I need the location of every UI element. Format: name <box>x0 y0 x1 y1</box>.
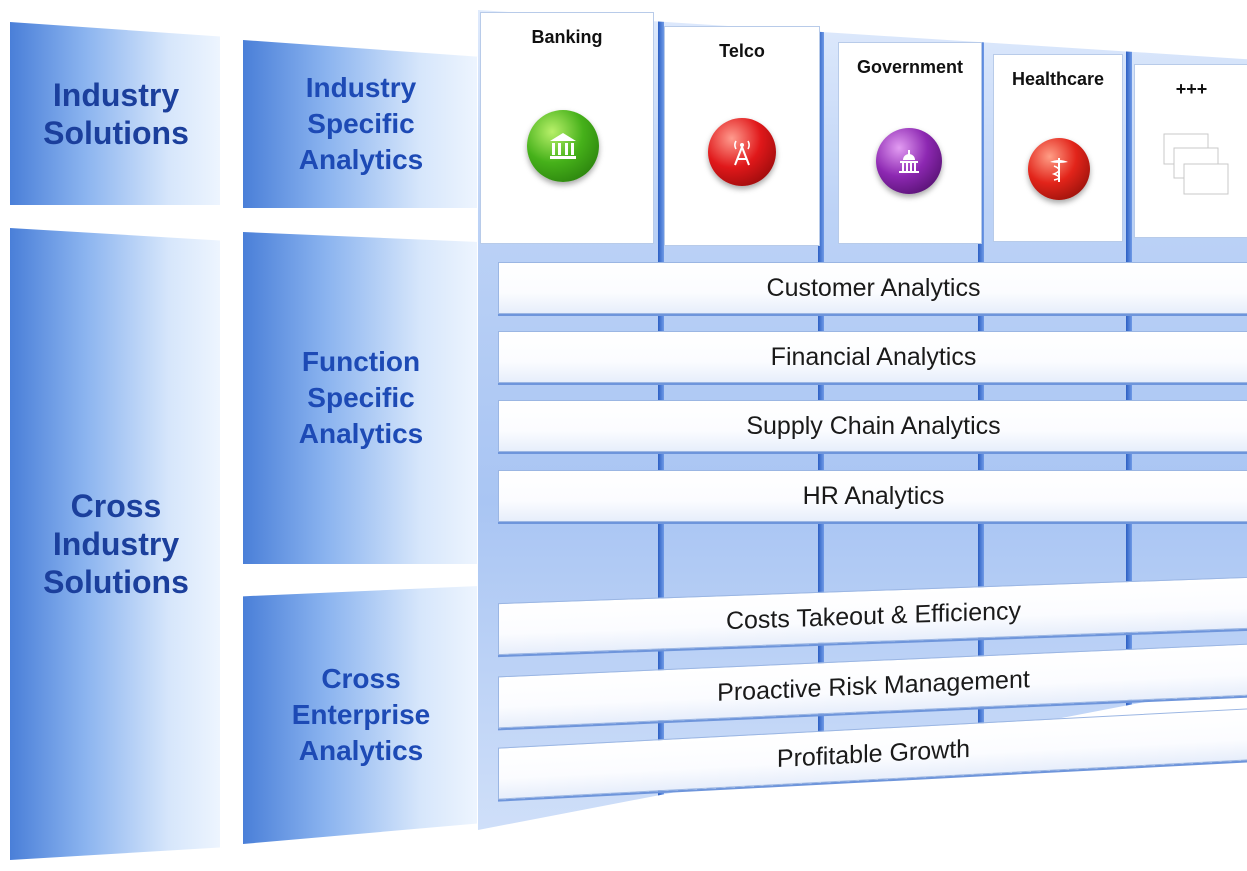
bar-label: Supply Chain Analytics <box>746 411 1001 440</box>
bar-label: Profitable Growth <box>776 734 971 773</box>
function-bar-customer-analytics: Customer Analytics <box>498 262 1247 314</box>
industry-specific-analytics-label: Industry Specific Analytics <box>298 72 424 175</box>
function-bar-supply-chain-analytics: Supply Chain Analytics <box>498 400 1247 452</box>
cross-industry-solutions-label: Cross Industry Solutions <box>43 488 189 600</box>
caduceus-icon <box>1028 138 1090 200</box>
column-label-government: Government <box>856 57 964 77</box>
column-label-healthcare: Healthcare <box>1011 69 1105 89</box>
column-label-more: +++ <box>1175 79 1208 99</box>
industry-specific-analytics-panel: Industry Specific Analytics <box>243 40 479 208</box>
bar-label: Financial Analytics <box>770 342 977 371</box>
bar-label: Costs Takeout & Efficiency <box>725 596 1022 635</box>
bar-label: HR Analytics <box>802 481 945 510</box>
cross-enterprise-analytics-panel: Cross Enterprise Analytics <box>243 586 479 844</box>
bank-icon <box>527 110 599 182</box>
function-bar-hr-analytics: HR Analytics <box>498 470 1247 522</box>
capitol-building-icon <box>876 128 942 194</box>
function-specific-analytics-label: Function Specific Analytics <box>298 346 424 449</box>
cross-industry-solutions-panel: Cross Industry Solutions <box>10 228 222 860</box>
antenna-tower-icon <box>708 118 776 186</box>
stacked-pages-icon <box>1162 132 1234 202</box>
column-label-telco: Telco <box>719 41 765 61</box>
bar-label: Proactive Risk Management <box>717 664 1030 707</box>
cross-enterprise-analytics-label: Cross Enterprise Analytics <box>291 663 431 766</box>
function-bar-financial-analytics: Financial Analytics <box>498 331 1247 383</box>
industry-solutions-panel: Industry Solutions <box>10 22 222 205</box>
column-label-banking: Banking <box>531 27 603 47</box>
industry-solutions-label: Industry Solutions <box>43 76 189 151</box>
bar-label: Customer Analytics <box>766 273 981 302</box>
function-specific-analytics-panel: Function Specific Analytics <box>243 232 479 564</box>
